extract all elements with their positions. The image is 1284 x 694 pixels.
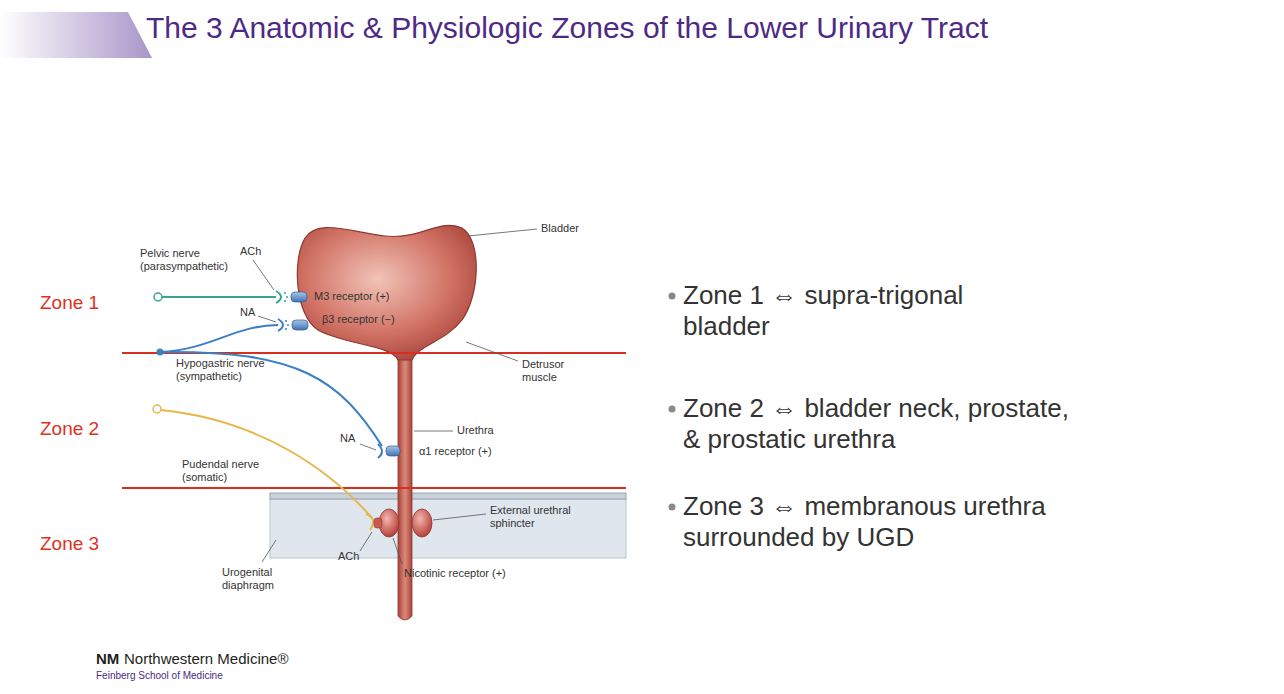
bladder-shape: [297, 225, 476, 360]
alpha1-receptor: [386, 446, 400, 456]
title-bar: [0, 12, 152, 58]
logo-mark: NM: [96, 650, 119, 668]
logo-name: Northwestern Medicine®: [124, 650, 288, 668]
zone-label: Zone 1: [40, 292, 99, 315]
nerve-label: Hypogastric nerve (sympathetic): [176, 357, 284, 383]
zone-label: Zone 3: [40, 533, 99, 556]
receptor-label: Nicotinic receptor (+): [404, 567, 506, 580]
bullet-text: Zone 3 ⇔ membranous urethra surrounded b…: [683, 491, 1113, 552]
transmitter-label: ACh: [240, 245, 261, 258]
beta3-receptor: [292, 320, 308, 330]
nerve-terminal: [276, 291, 281, 303]
zone-divider: [122, 487, 626, 489]
organ-label: Bladder: [541, 222, 579, 235]
hypogastric-nerve: [160, 352, 382, 446]
muscle-label: External urethral sphincter: [490, 504, 590, 530]
pudendal-nerve: [161, 410, 372, 518]
nerve-label: Pelvic nerve (parasympathetic): [140, 247, 232, 273]
transmitter-label: NA: [240, 306, 255, 319]
diaphragm-top: [270, 493, 626, 499]
bullet-dots: [669, 293, 676, 511]
transmitter-label: NA: [340, 432, 355, 445]
nicotinic-receptor: [374, 518, 382, 528]
nerve-terminal: [366, 514, 373, 530]
pelvic-nerve: [162, 296, 276, 298]
receptor-label: M3 receptor (+): [314, 290, 390, 303]
transmitter-label: ACh: [338, 550, 359, 563]
nerve-label: Pudendal nerve (somatic): [182, 458, 264, 484]
nerve-origin: [153, 405, 161, 413]
zone-label: Zone 2: [40, 418, 99, 441]
bullet-text: Zone 2 ⇔ bladder neck, prostate, & prost…: [683, 393, 1083, 454]
nerve-terminal: [278, 319, 283, 331]
hypogastric-nerve: [160, 325, 278, 352]
m3-receptor: [291, 292, 307, 302]
receptor-label: β3 receptor (−): [322, 313, 395, 326]
slide-title: The 3 Anatomic & Physiologic Zones of th…: [146, 10, 988, 46]
sphincter-right: [412, 509, 432, 537]
nerve-terminal: [378, 444, 382, 458]
nerve-origin: [154, 293, 162, 301]
logo-school: Feinberg School of Medicine: [96, 670, 223, 682]
nerve-origin: [157, 349, 164, 356]
bullet-text: Zone 1 ⇔ supra-trigonal bladder: [683, 280, 1028, 341]
organ-label: Urethra: [457, 424, 494, 437]
urogenital-diaphragm: [270, 499, 626, 558]
tissue-label: Detrusor muscle: [522, 358, 578, 384]
structure-label: Urogenital diaphragm: [222, 566, 294, 592]
receptor-label: α1 receptor (+): [419, 445, 492, 458]
